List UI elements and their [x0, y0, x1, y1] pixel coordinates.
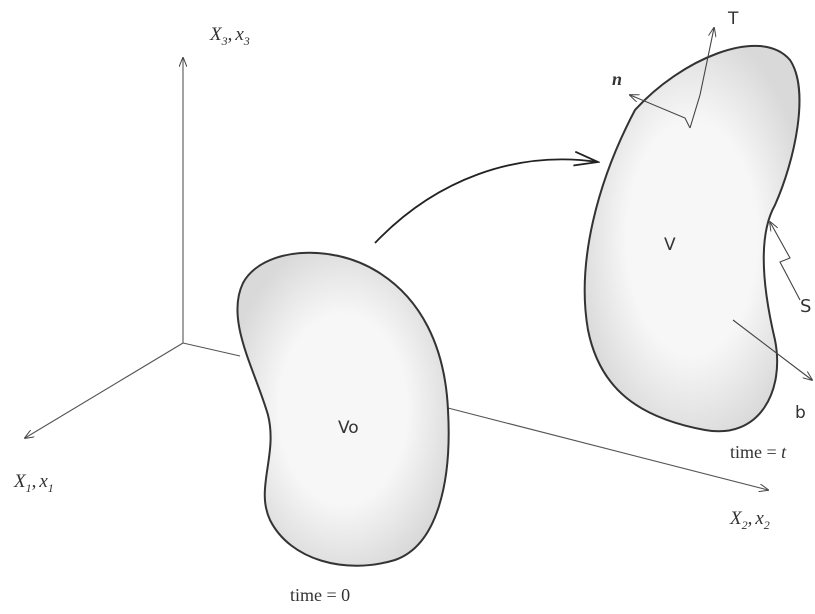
body-force-label: b	[795, 403, 806, 423]
x2-axis-label: X2,x2	[729, 508, 770, 532]
deformation-arrow	[374, 159, 598, 244]
current-volume-label: V	[664, 235, 676, 255]
x1-axis	[25, 342, 184, 438]
surface-vectors	[630, 28, 714, 129]
reference-body	[236, 251, 450, 567]
coordinate-axes	[25, 58, 768, 490]
current-body	[583, 44, 801, 433]
surface-label: S	[800, 296, 811, 317]
x1-axis-label: X1,x1	[13, 471, 54, 495]
x3-axis-label: X3,x3	[209, 24, 250, 48]
normal-vector	[630, 95, 691, 129]
x2-axis-back	[182, 342, 241, 357]
normal-label: n	[612, 69, 622, 89]
traction-vector	[689, 28, 714, 129]
body-force-vector	[732, 319, 812, 380]
traction-label: T	[727, 9, 739, 29]
surface-leader	[770, 222, 801, 301]
current-time-label: time = t	[730, 442, 787, 462]
reference-time-label: time = 0	[290, 585, 350, 605]
x2-axis-front	[447, 407, 768, 490]
reference-volume-label: Vo	[338, 418, 359, 438]
